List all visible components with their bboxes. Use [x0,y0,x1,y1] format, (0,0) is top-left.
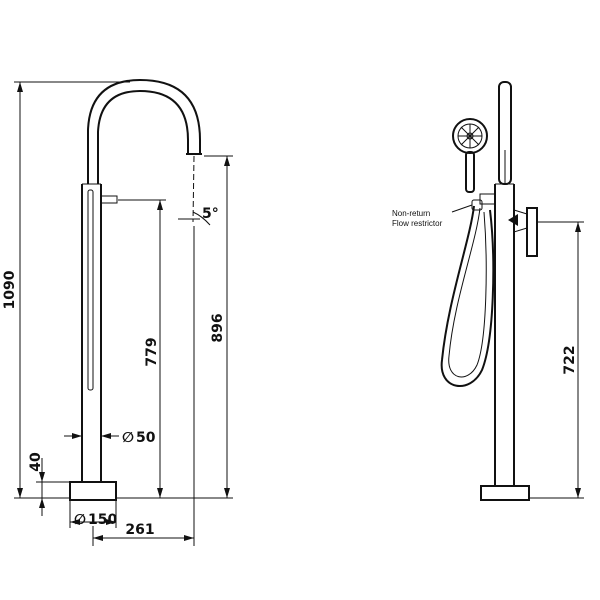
diameter-symbol-base: ∅ [74,512,86,528]
front-hand-shower-rod [87,189,94,391]
dim-spout-height: 896 [210,313,226,342]
side-dimensions: 722 [529,221,584,499]
dim-base-diameter: 150 [88,512,117,528]
svg-text:∅150: ∅150 [74,512,117,528]
dim-side-handle-height: 722 [562,345,578,374]
front-dimensions: 1090 896 779 40 5° ∅50 [2,81,233,546]
note-non-return: Non-return [392,209,430,218]
front-handle [100,195,118,204]
dim-body-diameter: 50 [136,430,156,446]
shower-hose [440,205,495,387]
side-handle [526,207,538,257]
dim-base-height: 40 [28,452,44,472]
note-flow-restrictor: Flow restrictor [392,219,443,228]
front-gooseneck [87,78,201,184]
front-base [69,481,117,501]
front-view [69,78,211,501]
dim-spout-reach: 261 [125,522,154,538]
dim-spout-angle: 5° [202,206,219,222]
side-view [440,81,538,501]
svg-text:∅50: ∅50 [122,430,156,446]
dim-handle-height: 779 [144,337,160,366]
dim-total-height: 1090 [2,270,18,309]
side-base [480,485,530,501]
diameter-symbol-body: ∅ [122,430,134,446]
